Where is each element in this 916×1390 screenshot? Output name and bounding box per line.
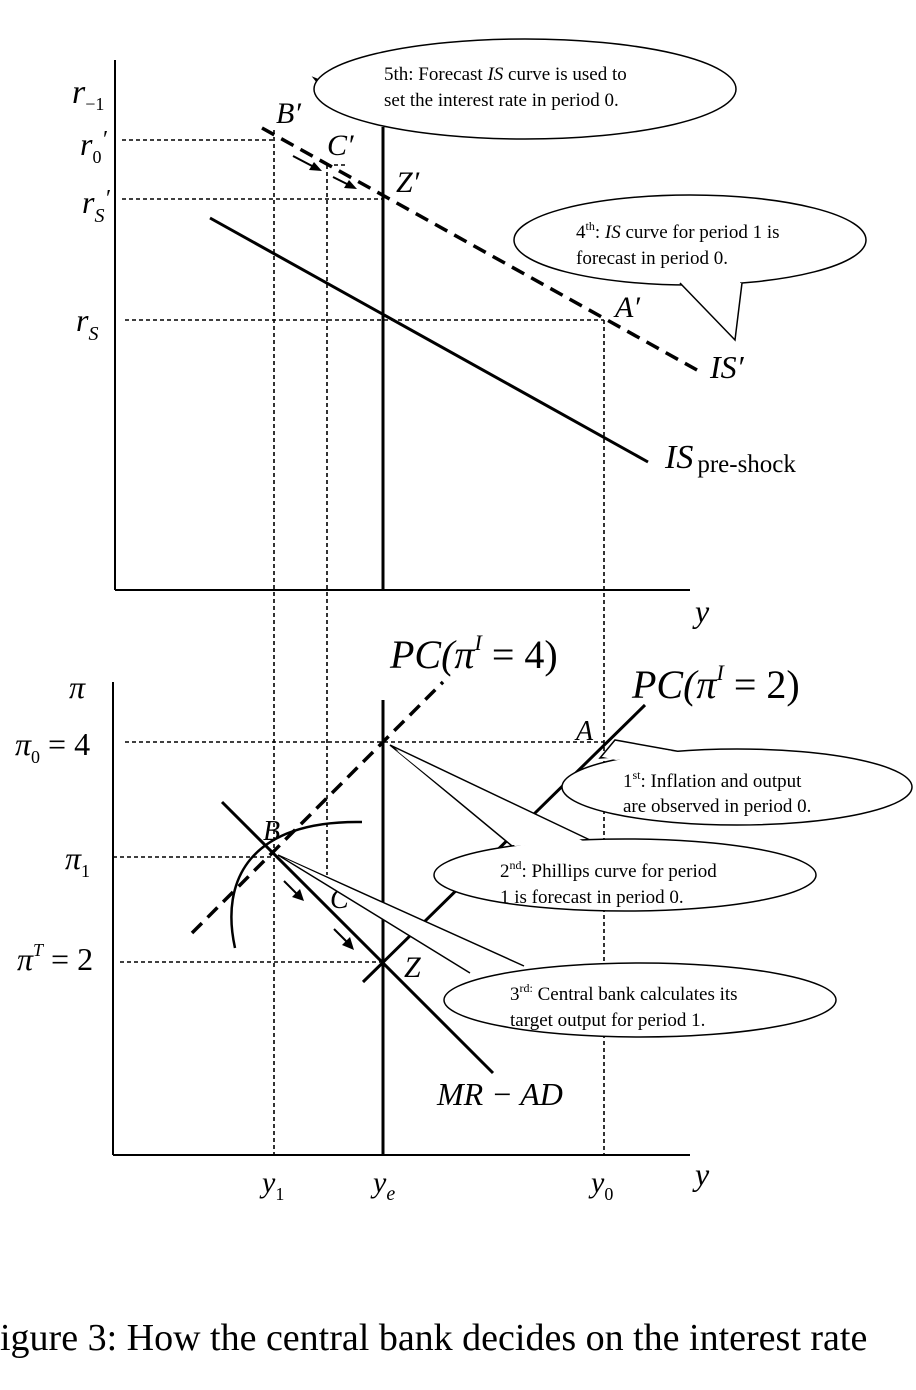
point-c-prime: C′: [327, 129, 354, 162]
svg-text:5th: Forecast IS curve is use: 5th: Forecast IS curve is used to: [384, 64, 627, 85]
label-y-top: y: [692, 593, 710, 629]
indifference-curve: [230, 820, 363, 949]
label-pi1: π1: [65, 840, 90, 881]
label-r0-prime: r0′: [80, 126, 107, 167]
pc-4-curve: [190, 680, 445, 935]
label-piT: πT = 2: [17, 940, 93, 977]
figure-caption: igure 3: How the central bank decides on…: [0, 1317, 867, 1359]
arrow-b-to-c-prime: [292, 155, 322, 171]
svg-text:1st: Inflation and output: 1st: Inflation and output: [623, 768, 802, 792]
arrow-b-to-c: [283, 880, 304, 901]
label-pi0: π0 = 4: [15, 726, 90, 767]
point-z: Z: [404, 951, 421, 984]
svg-text:2nd: Phillips curve for period: 2nd: Phillips curve for period: [500, 858, 717, 882]
point-b-prime: B′: [276, 97, 301, 130]
label-is-prime: IS′: [709, 349, 745, 385]
callout-1st: 1st: Inflation and output are observed i…: [561, 739, 913, 826]
svg-text:3rd: Central bank calculates i: 3rd: Central bank calculates its: [510, 981, 738, 1005]
callout-5th: 5th: Forecast IS curve is used to set th…: [311, 38, 737, 140]
arrow-c-to-z-prime: [332, 176, 357, 189]
label-rs-prime: rS′: [82, 184, 110, 227]
svg-text:set the interest rate in perio: set the interest rate in period 0.: [384, 90, 619, 111]
svg-text:forecast in period 0.: forecast in period 0.: [576, 248, 728, 269]
label-y1: y1: [259, 1166, 284, 1204]
label-pc-2: PC(πI = 2): [631, 660, 800, 707]
svg-text:target output for period 1.: target output for period 1.: [510, 1010, 705, 1031]
point-a-prime: A′: [613, 291, 640, 324]
is-pre-shock-curve: [209, 216, 649, 464]
svg-text:1 is forecast in period 0.: 1 is forecast in period 0.: [500, 887, 684, 908]
callout-2nd: 2nd: Phillips curve for period 1 is fore…: [389, 744, 817, 912]
arrow-c-to-z: [333, 928, 354, 950]
mr-ad-curve: [220, 800, 495, 1075]
callout-4th: 4th: IS curve for period 1 is forecast i…: [513, 194, 867, 342]
svg-text:are observed in period 0.: are observed in period 0.: [623, 796, 811, 817]
svg-text:4th: IS curve for period 1 is: 4th: IS curve for period 1 is: [576, 219, 780, 243]
point-a: A: [574, 716, 594, 747]
point-b: B: [263, 816, 280, 847]
label-rs: rS: [76, 302, 98, 345]
is-prime-curve: [261, 126, 698, 372]
label-ye: ye: [370, 1166, 395, 1205]
label-pi-axis: π: [69, 669, 86, 705]
label-y0: y0: [588, 1166, 613, 1204]
label-y-bottom: y: [692, 1156, 710, 1192]
point-z-prime: Z′: [396, 166, 420, 199]
label-mr-ad: MR − AD: [436, 1076, 563, 1112]
label-pc-4: PC(πI = 4): [389, 630, 558, 677]
bottom-panel: π π0 = 4 π1 πT = 2 y y1 ye y0 A B C Z PC…: [15, 630, 913, 1205]
label-r-minus1: r−1: [72, 74, 104, 114]
callout-3rd: 3rd: Central bank calculates its target …: [277, 854, 837, 1038]
